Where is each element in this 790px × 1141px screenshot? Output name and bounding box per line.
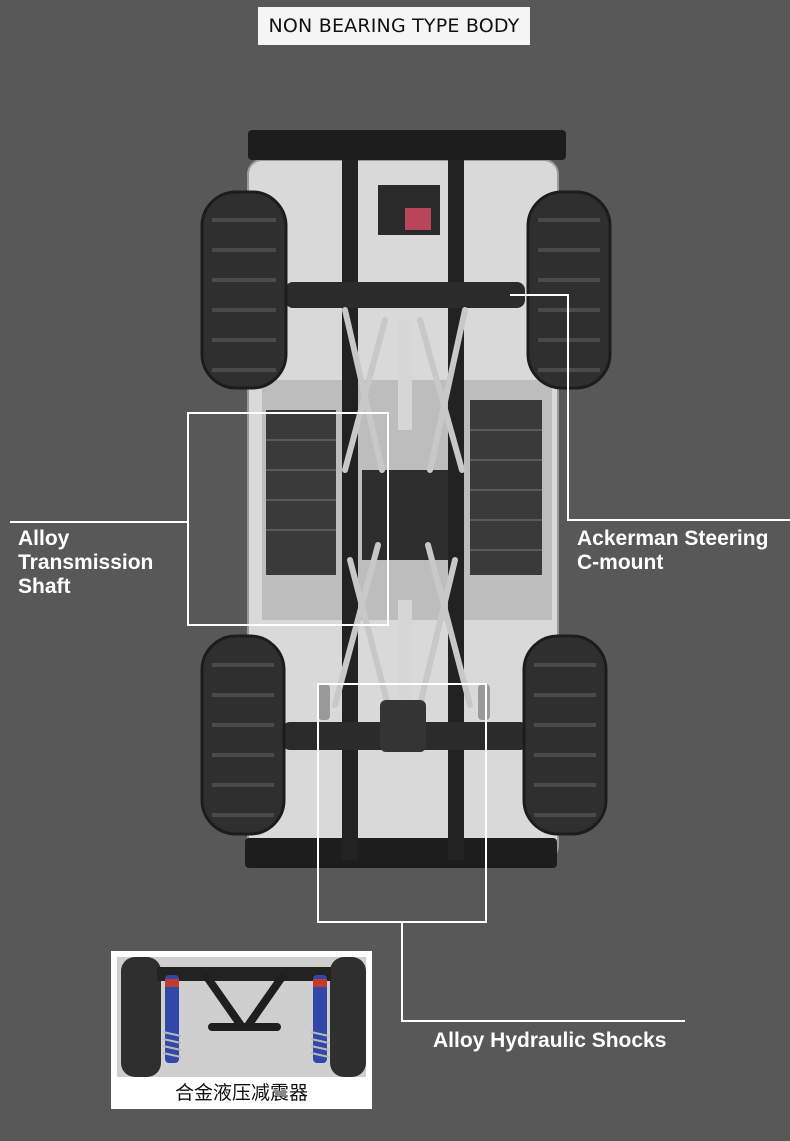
transmission-callout-box — [187, 412, 389, 626]
rear-left-shock — [318, 684, 330, 720]
shock-detail-photo — [117, 957, 366, 1077]
page-title: NON BEARING TYPE BODY — [258, 7, 530, 45]
left-floor-grid — [266, 410, 336, 575]
shocks-label: Alloy Hydraulic Shocks — [433, 1029, 667, 1052]
rear-driveshaft — [398, 600, 412, 700]
callout-lines — [10, 294, 790, 1022]
right-frame-rail — [448, 160, 464, 860]
rear-right-shock — [478, 684, 490, 720]
left-frame-rail — [342, 160, 358, 860]
front-driveshaft — [398, 320, 412, 430]
steering-label: Ackerman Steering C-mount — [577, 527, 769, 574]
front-axle — [285, 282, 525, 308]
front-bumper — [248, 130, 566, 160]
transmission-label: Alloy Transmission Shaft — [18, 527, 154, 598]
rear-bumper — [245, 838, 557, 868]
rear-differential — [380, 700, 426, 752]
shock-detail-inset: 合金液压减震器 — [111, 951, 372, 1109]
right-floor-grid — [470, 400, 542, 575]
steering-callout-leader — [510, 294, 790, 521]
inset-caption: 合金液压减震器 — [174, 1082, 308, 1104]
shocks-callout-leader — [401, 922, 685, 1022]
